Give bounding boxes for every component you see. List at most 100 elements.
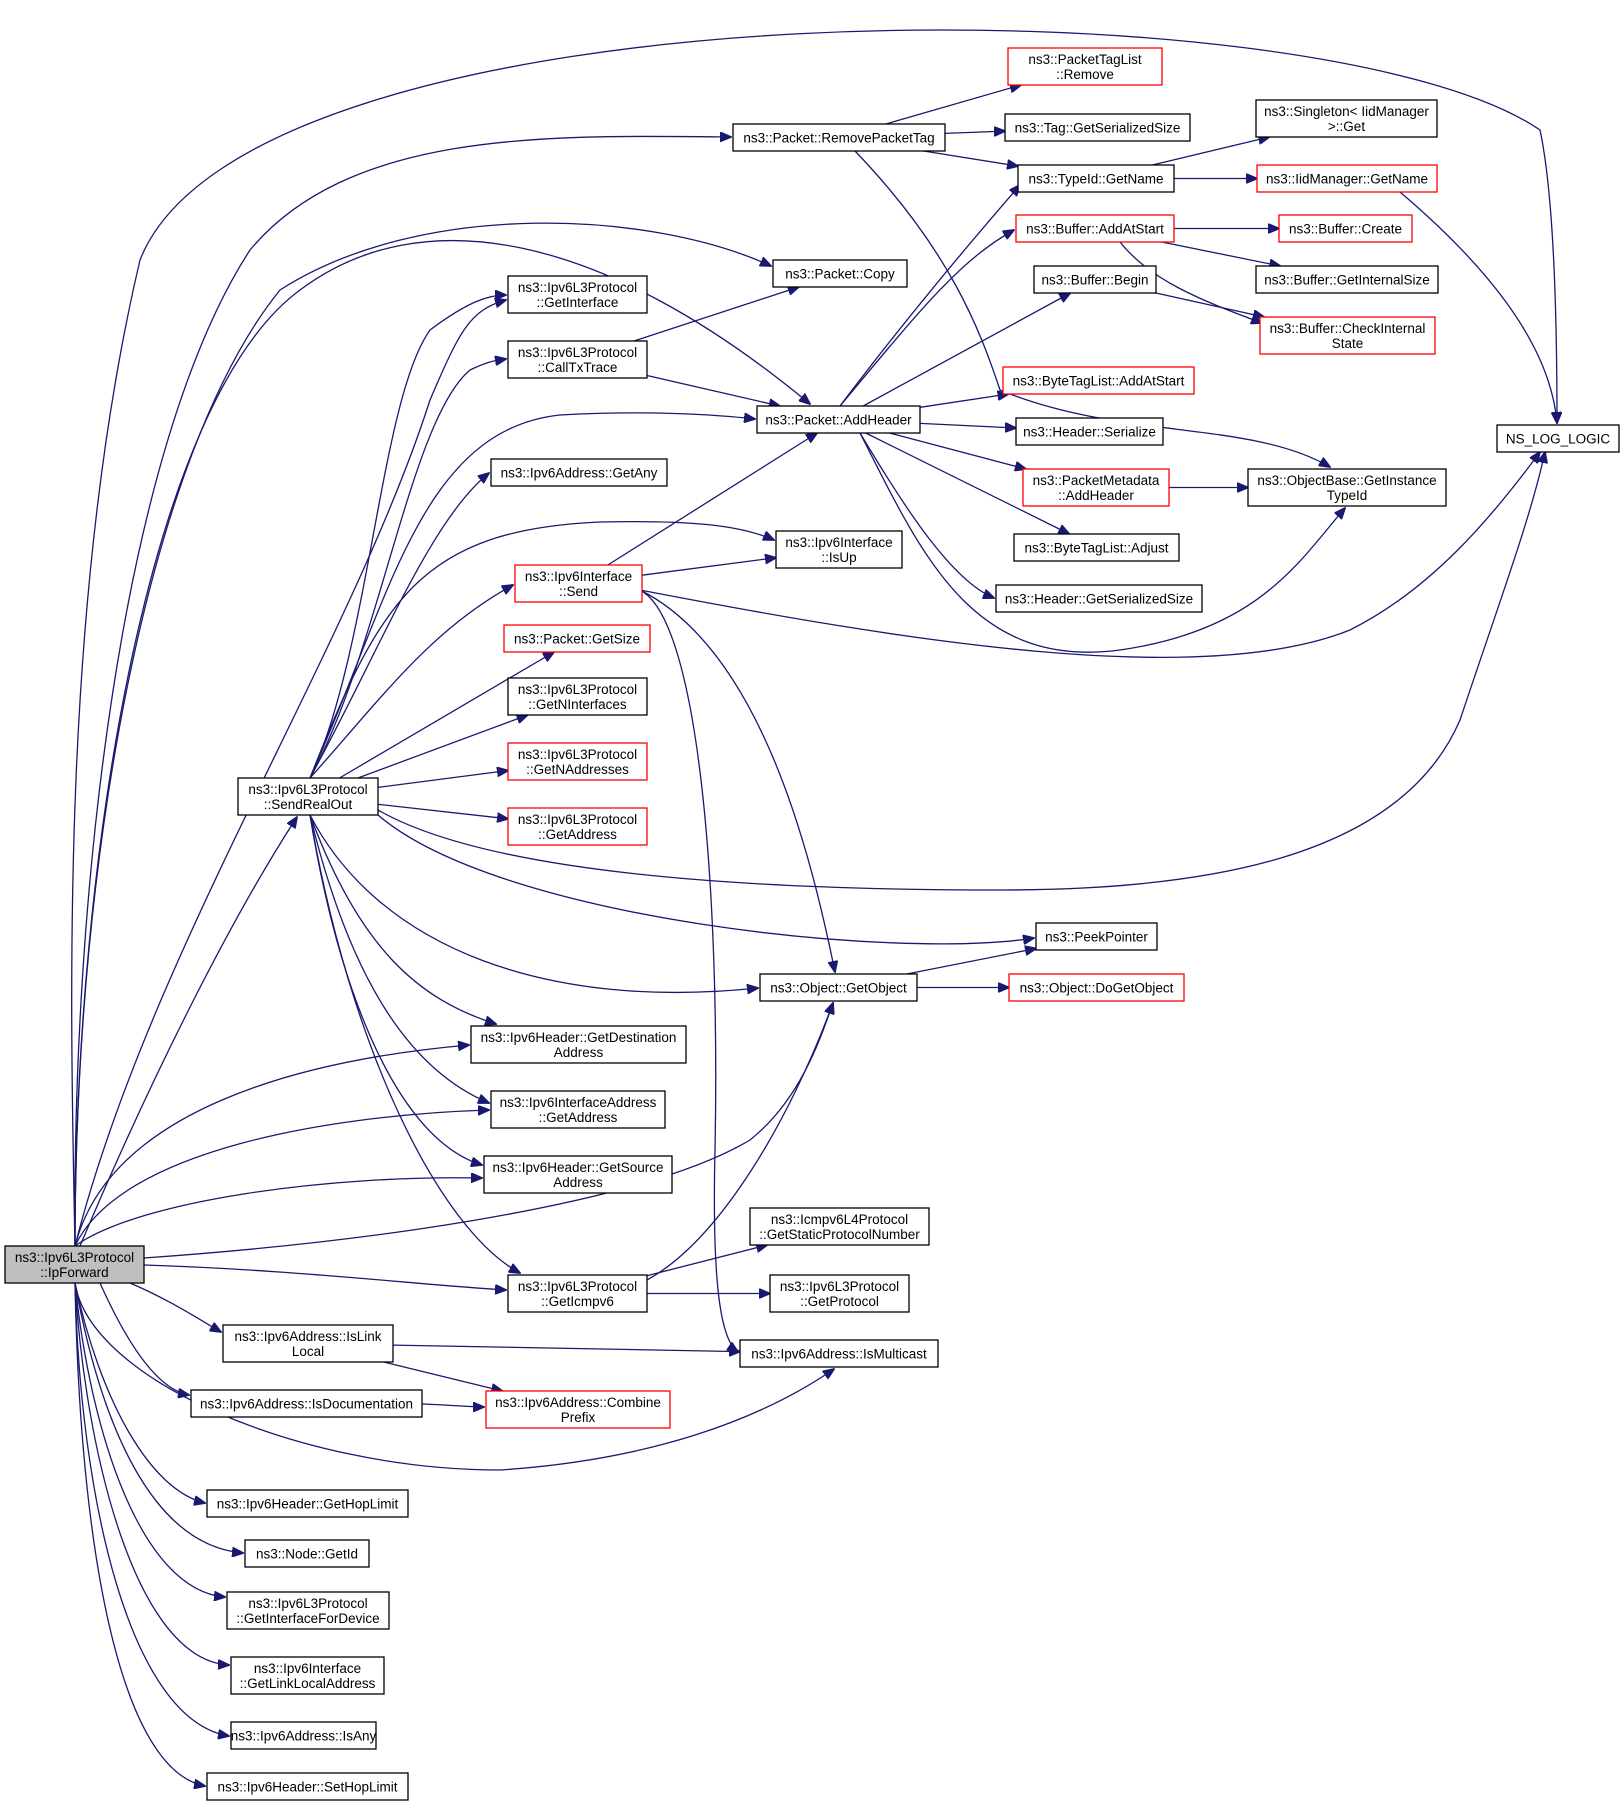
node-n45[interactable]: ns3::Node::GetId bbox=[244, 1539, 370, 1568]
node-n39[interactable]: ns3::Ipv6L3Protocol::GetProtocol bbox=[769, 1274, 910, 1313]
node-box[interactable] bbox=[226, 1591, 390, 1630]
node-box[interactable] bbox=[190, 1389, 423, 1418]
node-n30[interactable]: ns3::Ipv6L3Protocol::SendRealOut bbox=[237, 777, 379, 816]
node-box[interactable] bbox=[230, 1721, 377, 1750]
node-n17[interactable]: ns3::ByteTagList::AddAtStart bbox=[1002, 366, 1195, 395]
node-box[interactable] bbox=[732, 123, 946, 152]
node-box[interactable] bbox=[1259, 316, 1436, 355]
node-box[interactable] bbox=[1496, 424, 1620, 453]
node-box[interactable] bbox=[490, 458, 668, 487]
node-box[interactable] bbox=[507, 677, 648, 716]
node-box[interactable] bbox=[470, 1025, 687, 1064]
node-n8[interactable]: ns3::Buffer::AddAtStart bbox=[1015, 214, 1175, 243]
node-n11[interactable]: ns3::Buffer::Begin bbox=[1033, 265, 1157, 294]
node-n29[interactable]: ns3::Ipv6L3Protocol::GetAddress bbox=[507, 807, 648, 846]
node-box[interactable] bbox=[483, 1155, 673, 1194]
node-n28[interactable]: ns3::Ipv6L3Protocol::GetNAddresses bbox=[507, 742, 648, 781]
node-box[interactable] bbox=[1255, 265, 1439, 294]
node-n38[interactable]: ns3::Ipv6L3Protocol::GetIcmpv6 bbox=[507, 1274, 648, 1313]
node-n31[interactable]: ns3::PeekPointer bbox=[1035, 922, 1158, 951]
node-box[interactable] bbox=[244, 1539, 370, 1568]
node-box[interactable] bbox=[756, 405, 921, 434]
node-box[interactable] bbox=[1033, 265, 1157, 294]
node-box[interactable] bbox=[775, 530, 903, 569]
node-n3[interactable]: ns3::PacketTagList::Remove bbox=[1007, 47, 1163, 86]
node-box[interactable] bbox=[995, 584, 1203, 613]
node-box[interactable] bbox=[769, 1274, 910, 1313]
node-box[interactable] bbox=[222, 1324, 394, 1363]
node-n10[interactable]: ns3::Buffer::GetInternalSize bbox=[1255, 265, 1439, 294]
node-box[interactable] bbox=[772, 259, 908, 288]
node-n1[interactable]: NS_LOG_LOGIC bbox=[1496, 424, 1620, 453]
node-box[interactable] bbox=[739, 1339, 939, 1368]
node-box[interactable] bbox=[514, 564, 643, 603]
node-box[interactable] bbox=[230, 1656, 385, 1695]
node-n25[interactable]: ns3::Ipv6Interface::Send bbox=[514, 564, 643, 603]
node-n14[interactable]: ns3::Ipv6L3Protocol::GetInterface bbox=[507, 275, 648, 314]
node-n32[interactable]: ns3::Object::GetObject bbox=[759, 973, 918, 1002]
node-box[interactable] bbox=[507, 340, 648, 379]
node-n15[interactable]: ns3::Ipv6L3Protocol::CallTxTrace bbox=[507, 340, 648, 379]
node-n0[interactable]: ns3::Ipv6L3Protocol::IpForward bbox=[4, 1245, 145, 1284]
node-box[interactable] bbox=[1004, 113, 1191, 142]
node-n27[interactable]: ns3::Ipv6L3Protocol::GetNInterfaces bbox=[507, 677, 648, 716]
node-n22[interactable]: ns3::Header::GetSerializedSize bbox=[995, 584, 1203, 613]
node-n37[interactable]: ns3::Icmpv6L4Protocol::GetStaticProtocol… bbox=[749, 1207, 930, 1246]
node-n35[interactable]: ns3::Ipv6InterfaceAddress::GetAddress bbox=[490, 1090, 666, 1129]
node-box[interactable] bbox=[507, 1274, 648, 1313]
node-box[interactable] bbox=[759, 973, 918, 1002]
node-box[interactable] bbox=[4, 1245, 145, 1284]
node-n24[interactable]: ns3::Ipv6Interface::IsUp bbox=[775, 530, 903, 569]
node-n26[interactable]: ns3::Packet::GetSize bbox=[503, 624, 651, 653]
node-n4[interactable]: ns3::Tag::GetSerializedSize bbox=[1004, 113, 1191, 142]
node-box[interactable] bbox=[1013, 533, 1180, 562]
node-n16[interactable]: ns3::Packet::AddHeader bbox=[756, 405, 921, 434]
node-box[interactable] bbox=[1017, 164, 1175, 193]
node-n13[interactable]: ns3::Packet::Copy bbox=[772, 259, 908, 288]
node-n48[interactable]: ns3::Ipv6Address::IsAny bbox=[230, 1721, 377, 1750]
node-n33[interactable]: ns3::Object::DoGetObject bbox=[1008, 973, 1185, 1002]
node-n46[interactable]: ns3::Ipv6L3Protocol::GetInterfaceForDevi… bbox=[226, 1591, 390, 1630]
node-box[interactable] bbox=[1035, 922, 1158, 951]
node-box[interactable] bbox=[1008, 973, 1185, 1002]
node-n7[interactable]: ns3::IidManager::GetName bbox=[1256, 164, 1438, 193]
node-n44[interactable]: ns3::Ipv6Header::GetHopLimit bbox=[206, 1489, 409, 1518]
node-box[interactable] bbox=[1007, 47, 1163, 86]
node-n9[interactable]: ns3::Buffer::Create bbox=[1278, 214, 1413, 243]
node-n23[interactable]: ns3::Ipv6Address::GetAny bbox=[490, 458, 668, 487]
node-box[interactable] bbox=[1022, 468, 1170, 507]
node-box[interactable] bbox=[206, 1772, 409, 1801]
node-n2[interactable]: ns3::Packet::RemovePacketTag bbox=[732, 123, 946, 152]
node-box[interactable] bbox=[485, 1390, 671, 1429]
node-n19[interactable]: ns3::PacketMetadata::AddHeader bbox=[1022, 468, 1170, 507]
node-box[interactable] bbox=[1247, 468, 1447, 507]
node-box[interactable] bbox=[490, 1090, 666, 1129]
node-box[interactable] bbox=[507, 275, 648, 314]
node-box[interactable] bbox=[1015, 417, 1164, 446]
node-box[interactable] bbox=[1255, 99, 1438, 138]
node-box[interactable] bbox=[1015, 214, 1175, 243]
node-box[interactable] bbox=[237, 777, 379, 816]
node-n47[interactable]: ns3::Ipv6Interface::GetLinkLocalAddress bbox=[230, 1656, 385, 1695]
node-box[interactable] bbox=[503, 624, 651, 653]
node-box[interactable] bbox=[507, 807, 648, 846]
node-n42[interactable]: ns3::Ipv6Address::IsDocumentation bbox=[190, 1389, 423, 1418]
node-n41[interactable]: ns3::Ipv6Address::IsMulticast bbox=[739, 1339, 939, 1368]
node-n6[interactable]: ns3::Singleton< IidManager>::Get bbox=[1255, 99, 1438, 138]
node-box[interactable] bbox=[749, 1207, 930, 1246]
node-n49[interactable]: ns3::Ipv6Header::SetHopLimit bbox=[206, 1772, 409, 1801]
node-box[interactable] bbox=[1278, 214, 1413, 243]
node-box[interactable] bbox=[206, 1489, 409, 1518]
node-n21[interactable]: ns3::ByteTagList::Adjust bbox=[1013, 533, 1180, 562]
node-box[interactable] bbox=[1002, 366, 1195, 395]
node-box[interactable] bbox=[507, 742, 648, 781]
node-box[interactable] bbox=[1256, 164, 1438, 193]
node-n18[interactable]: ns3::Header::Serialize bbox=[1015, 417, 1164, 446]
node-n5[interactable]: ns3::TypeId::GetName bbox=[1017, 164, 1175, 193]
